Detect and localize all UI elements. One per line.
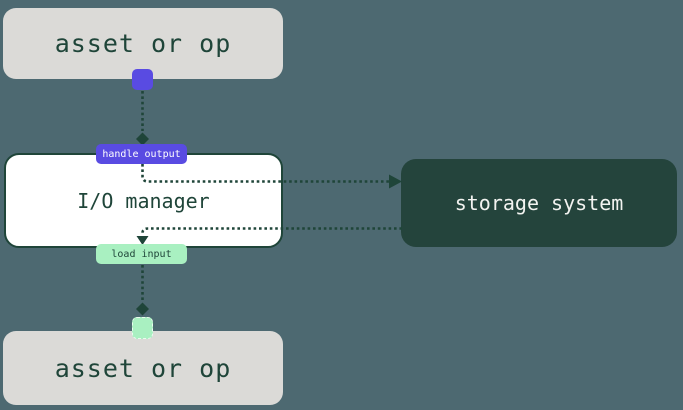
node-asset-or-op-bottom-label: asset or op (54, 353, 232, 383)
node-io-manager: I/O manager (4, 153, 283, 248)
node-asset-or-op-top-label: asset or op (54, 29, 232, 58)
edge-label-handle-output: handle output (96, 144, 187, 164)
diamond-terminal-bottom (136, 302, 149, 316)
node-storage-system: storage system (401, 159, 677, 247)
edge-label-load-input: load input (96, 244, 187, 264)
output-port-square (132, 69, 153, 90)
node-asset-or-op-top: asset or op (3, 8, 283, 79)
edge-label-handle-output-text: handle output (102, 148, 181, 160)
node-asset-or-op-bottom: asset or op (3, 331, 283, 405)
node-io-manager-label: I/O manager (77, 188, 210, 213)
node-storage-system-label: storage system (454, 191, 624, 215)
input-port-square (132, 317, 153, 339)
edge-label-load-input-text: load input (111, 248, 172, 260)
